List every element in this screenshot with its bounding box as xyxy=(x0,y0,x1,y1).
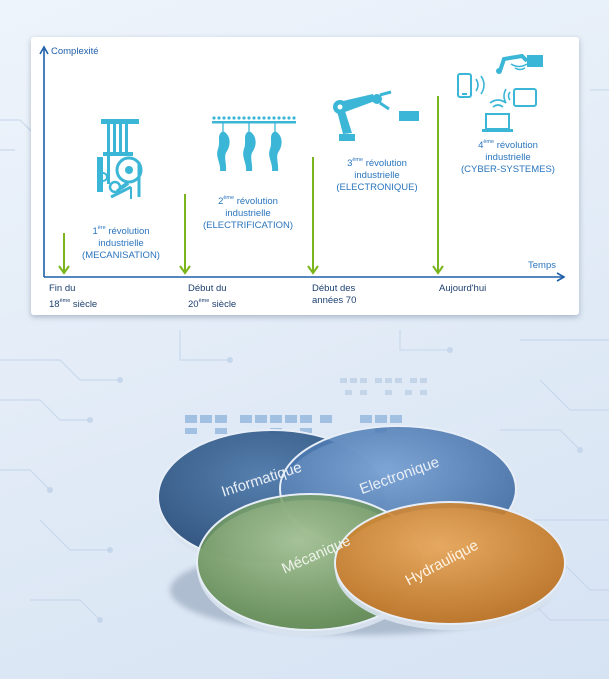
arrow-4 xyxy=(432,96,444,275)
arrow-2 xyxy=(179,194,191,275)
revolution-3-label: 3ème révolution industrielle (ELECTRONIQ… xyxy=(336,157,418,193)
circle-hydraulique xyxy=(334,501,566,630)
y-axis-label: Complexité xyxy=(51,46,99,57)
revolution-4-label: 4ème révolution industrielle (CYBER-SYST… xyxy=(461,139,555,175)
arrow-1 xyxy=(58,233,70,275)
date-label-1: Fin du 18ème siècle xyxy=(49,283,98,310)
x-axis xyxy=(44,272,566,282)
timeline-graphics xyxy=(39,45,566,282)
date-label-4: Aujourd'hui xyxy=(439,283,487,294)
industrial-revolutions-timeline: Complexité Temps 1ère révolution industr… xyxy=(31,37,579,315)
revolution-2-label: 2ème révolution industrielle (ELECTRIFIC… xyxy=(202,195,294,231)
assembly-line-icon xyxy=(212,116,296,171)
cyber-systems-icon xyxy=(457,53,543,132)
date-label-3: Début des années 70 xyxy=(312,283,357,306)
y-axis xyxy=(39,45,49,277)
x-axis-label: Temps xyxy=(528,260,556,271)
loom-icon xyxy=(97,119,143,199)
arrow-3 xyxy=(307,157,319,275)
robot-arm-icon xyxy=(333,90,419,141)
date-label-2: Début du 20ème siècle xyxy=(188,283,237,310)
revolution-1-label: 1ère révolution industrielle (MECANISATI… xyxy=(82,225,160,261)
